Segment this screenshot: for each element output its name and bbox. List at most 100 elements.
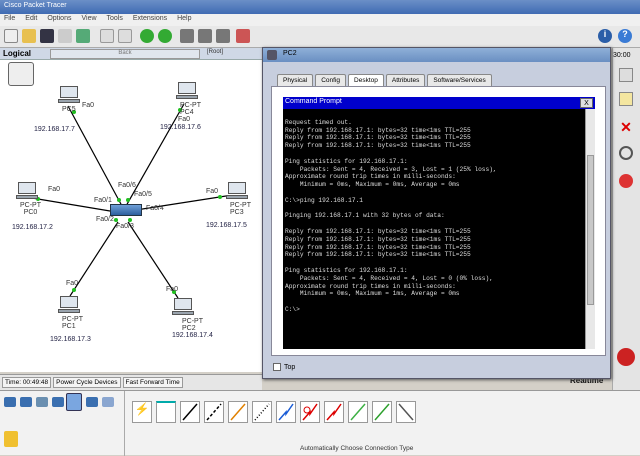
delete-icon[interactable]: ✕ (620, 119, 632, 135)
window-title: Cisco Packet Tracer (0, 0, 640, 14)
power-cycle-button[interactable]: Power Cycle Devices (53, 377, 121, 388)
pc2-icon[interactable] (172, 298, 194, 316)
tab-attributes[interactable]: Attributes (385, 74, 426, 87)
undo-icon[interactable] (140, 29, 154, 43)
info-icon[interactable]: i (598, 29, 612, 43)
top-option[interactable]: Top (273, 363, 295, 371)
switch-port-fa0-2: Fa0/2 (96, 216, 114, 223)
paste-icon[interactable] (118, 29, 132, 43)
zoom-in-icon[interactable] (180, 29, 194, 43)
auto-connection-icon[interactable] (4, 431, 18, 447)
back-button[interactable]: Back (50, 49, 200, 59)
command-prompt-output[interactable]: Request timed out. Reply from 192.168.17… (283, 109, 585, 349)
help-icon[interactable]: ? (618, 29, 632, 43)
connections-category-icon[interactable] (66, 393, 82, 411)
menu-options[interactable]: Options (47, 15, 72, 22)
end-devices-category-icon[interactable] (86, 397, 98, 407)
pc3-icon[interactable] (226, 182, 248, 200)
auto-cable-icon[interactable]: ⚡ (132, 401, 152, 423)
switch-port-fa0-1: Fa0/1 (94, 197, 112, 204)
note-icon[interactable] (619, 92, 633, 106)
routers-category-icon[interactable] (4, 397, 16, 407)
redo-icon[interactable] (158, 29, 172, 43)
pc2-window-icon (267, 50, 277, 60)
command-prompt-title: Command Prompt (285, 98, 342, 105)
command-prompt-scrollbar[interactable] (585, 109, 595, 349)
time-display: Time: 00:49:48 (2, 377, 52, 388)
pc2-label: PC-PT PC2 (182, 318, 203, 332)
pc4-port: Fa0 (178, 116, 191, 123)
open-folder-icon[interactable] (22, 29, 36, 43)
pc4-icon[interactable] (176, 82, 198, 100)
wan-emulation-category-icon[interactable] (102, 397, 114, 407)
usb-cable-icon[interactable] (396, 401, 416, 423)
pc0-label: PC-PT PC0 (20, 202, 41, 216)
console-cable-icon[interactable] (156, 401, 176, 423)
zoom-reset-icon[interactable] (198, 29, 212, 43)
pc2-ip: 192.168.17.4 (172, 332, 213, 339)
command-prompt-close-button[interactable]: X (580, 98, 593, 108)
main-toolbar: i ? (0, 26, 640, 48)
pc2-window: PC2 Physical Config Desktop Attributes S… (262, 47, 611, 379)
select-icon[interactable] (619, 68, 633, 82)
menu-help[interactable]: Help (177, 15, 192, 22)
logical-workspace[interactable]: PC5 Fa0 192.168.17.7 PC-PT PC4 Fa0 192.1… (0, 60, 262, 372)
pc4-label: PC-PT PC4 (180, 102, 201, 116)
device-panel: ⚡ Automatically Choose Connection Type (0, 390, 640, 456)
top-label: Top (284, 363, 296, 371)
workspace-bar: Logical Back [Root] (0, 48, 262, 60)
drawing-palette-icon[interactable] (236, 29, 250, 43)
draw-shape-icon[interactable] (619, 174, 633, 188)
menu-view[interactable]: View (81, 15, 97, 22)
panel-divider (124, 391, 125, 456)
wireless-category-icon[interactable] (52, 397, 64, 407)
pc2-port: Fa0 (166, 286, 179, 293)
pc2-title-bar[interactable]: PC2 (263, 48, 610, 62)
coaxial-cable-icon[interactable] (276, 401, 296, 423)
switch-port-fa0-5: Fa0/5 (134, 191, 152, 198)
pc1-icon[interactable] (58, 296, 80, 314)
serial-dte-cable-icon[interactable] (324, 401, 344, 423)
new-file-icon[interactable] (4, 29, 18, 43)
connection-type-label: Automatically Choose Connection Type (300, 445, 414, 452)
octal-cable-icon[interactable] (348, 401, 368, 423)
fiber-cable-icon[interactable] (228, 401, 248, 423)
record-icon[interactable] (617, 348, 635, 366)
switch-icon[interactable] (110, 204, 142, 216)
menu-edit[interactable]: Edit (25, 15, 38, 22)
straight-through-cable-icon[interactable] (180, 401, 200, 423)
pc0-icon[interactable] (16, 182, 38, 200)
menu-tools[interactable]: Tools (106, 15, 123, 22)
logical-tab[interactable]: Logical (3, 49, 32, 58)
pc4-ip: 192.168.17.6 (160, 124, 201, 131)
right-tool-rail: 30:00 ✕ (612, 48, 640, 390)
cluster-root-icon[interactable] (8, 62, 34, 86)
copy-icon[interactable] (100, 29, 114, 43)
pc3-ip: 192.168.17.5 (206, 222, 247, 229)
top-checkbox[interactable] (273, 363, 281, 371)
pc1-label: PC-PT PC1 (62, 316, 83, 330)
pc5-label: PC5 (62, 106, 76, 113)
activity-wizard-icon[interactable] (76, 29, 90, 43)
clock-label: 30:00 (613, 52, 631, 59)
print-icon[interactable] (58, 29, 72, 43)
fast-forward-button[interactable]: Fast Forward Time (122, 377, 183, 388)
crossover-cable-icon[interactable] (204, 401, 224, 423)
menu-file[interactable]: File (4, 15, 16, 22)
inspect-icon[interactable] (619, 146, 633, 160)
pc3-label: PC-PT PC3 (230, 202, 251, 216)
iot-custom-cable-icon[interactable] (372, 401, 392, 423)
switch-port-fa0-6: Fa0/6 (118, 182, 136, 189)
pc5-icon[interactable] (58, 86, 80, 104)
switches-category-icon[interactable] (20, 397, 32, 407)
pc0-port: Fa0 (48, 186, 61, 193)
root-label: [Root] (206, 49, 223, 55)
scrollbar-thumb[interactable] (587, 155, 594, 305)
phone-cable-icon[interactable] (252, 401, 272, 423)
zoom-out-icon[interactable] (216, 29, 230, 43)
save-icon[interactable] (40, 29, 54, 43)
realtime-label[interactable]: Realtime (570, 376, 604, 385)
menu-extensions[interactable]: Extensions (132, 15, 168, 22)
serial-dce-cable-icon[interactable] (300, 401, 320, 423)
hubs-category-icon[interactable] (36, 397, 48, 407)
